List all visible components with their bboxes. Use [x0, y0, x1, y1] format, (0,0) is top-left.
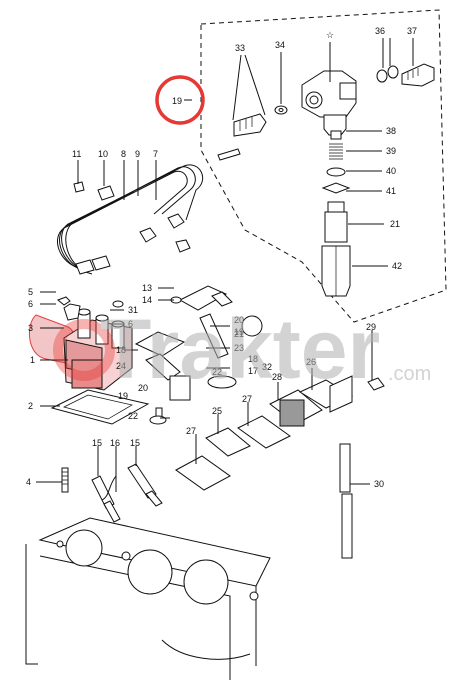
cover-plates [175, 340, 385, 491]
trakter-watermark: Trakter .com [53, 302, 431, 396]
callout: 40 [386, 166, 396, 176]
callout: 29 [366, 322, 376, 332]
clamp-10-11 [73, 181, 115, 201]
callout: 30 [374, 479, 384, 489]
callout-labels: 33 34 ☆ 36 37 38 39 40 41 21 42 11 10 8 … [26, 26, 417, 489]
callout: 1 [30, 355, 35, 365]
callout: 20 [234, 315, 244, 325]
callout: 17 [248, 366, 258, 376]
callout: 8 [121, 149, 126, 159]
injector-detail [217, 63, 435, 297]
callout: 9 [135, 149, 140, 159]
cylinder-block [25, 517, 271, 680]
callout: 15 [92, 438, 102, 448]
callout: 18 [248, 354, 258, 364]
callout: 32 [262, 362, 272, 372]
callout: 18 [116, 345, 126, 355]
callout: 19 [234, 327, 244, 337]
callout: 31 [128, 305, 138, 315]
highlight-label: 19 [172, 96, 182, 106]
manifold-assembly [112, 285, 263, 425]
callout: 2 [28, 401, 33, 411]
stud-4 [61, 467, 69, 493]
callout: 4 [26, 477, 31, 487]
callout: 15 [130, 438, 140, 448]
leader-lines [36, 38, 414, 492]
callout: 6 [28, 299, 33, 309]
callout: 33 [235, 43, 245, 53]
callout: 23 [234, 343, 244, 353]
callout: 25 [212, 406, 222, 416]
trakter-logo-icon [53, 319, 115, 381]
callout: 7 [153, 149, 158, 159]
callout: 42 [392, 261, 402, 271]
callout: 13 [142, 283, 152, 293]
callout: 41 [386, 186, 396, 196]
callout: 11 [72, 149, 81, 159]
callout: 21 [390, 219, 400, 229]
injection-pump [28, 296, 133, 391]
callout: 38 [386, 126, 396, 136]
pipe-30 [339, 443, 353, 559]
callout: 14 [142, 295, 152, 305]
callout: 36 [375, 26, 385, 36]
callout: 34 [275, 40, 285, 50]
callout: 21 [234, 329, 244, 339]
pump-gasket [50, 389, 150, 425]
callout: ☆ [326, 30, 334, 40]
callout: 6 [128, 319, 133, 329]
watermark-suffix: .com [388, 363, 431, 385]
callout: 24 [116, 361, 126, 371]
callout: 10 [98, 149, 108, 159]
callout: 22 [212, 367, 222, 377]
injectors-15-16 [91, 463, 163, 523]
callout: 16 [110, 438, 120, 448]
callout: 27 [186, 426, 196, 436]
callout: 20 [138, 383, 148, 393]
callout: 26 [306, 357, 316, 367]
callout: 39 [386, 146, 396, 156]
callout: 5 [28, 287, 33, 297]
callout: 37 [407, 26, 417, 36]
watermark-brand: Trakter [100, 302, 380, 396]
fuel-lines [56, 164, 204, 275]
callout: 3 [28, 323, 33, 333]
highlight-marker: 19 [155, 75, 205, 125]
callout: 19 [118, 391, 128, 401]
callout: 22 [128, 411, 138, 421]
callout: 28 [272, 372, 282, 382]
callout: 27 [242, 394, 252, 404]
